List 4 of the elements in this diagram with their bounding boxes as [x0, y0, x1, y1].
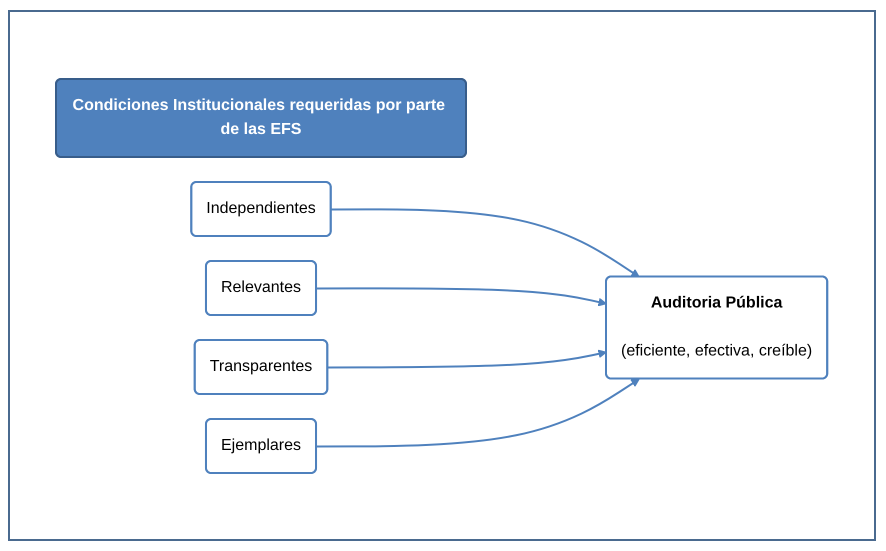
arrow — [316, 286, 608, 306]
arrow — [316, 378, 640, 447]
arrow — [328, 349, 608, 368]
arrow — [332, 208, 640, 277]
